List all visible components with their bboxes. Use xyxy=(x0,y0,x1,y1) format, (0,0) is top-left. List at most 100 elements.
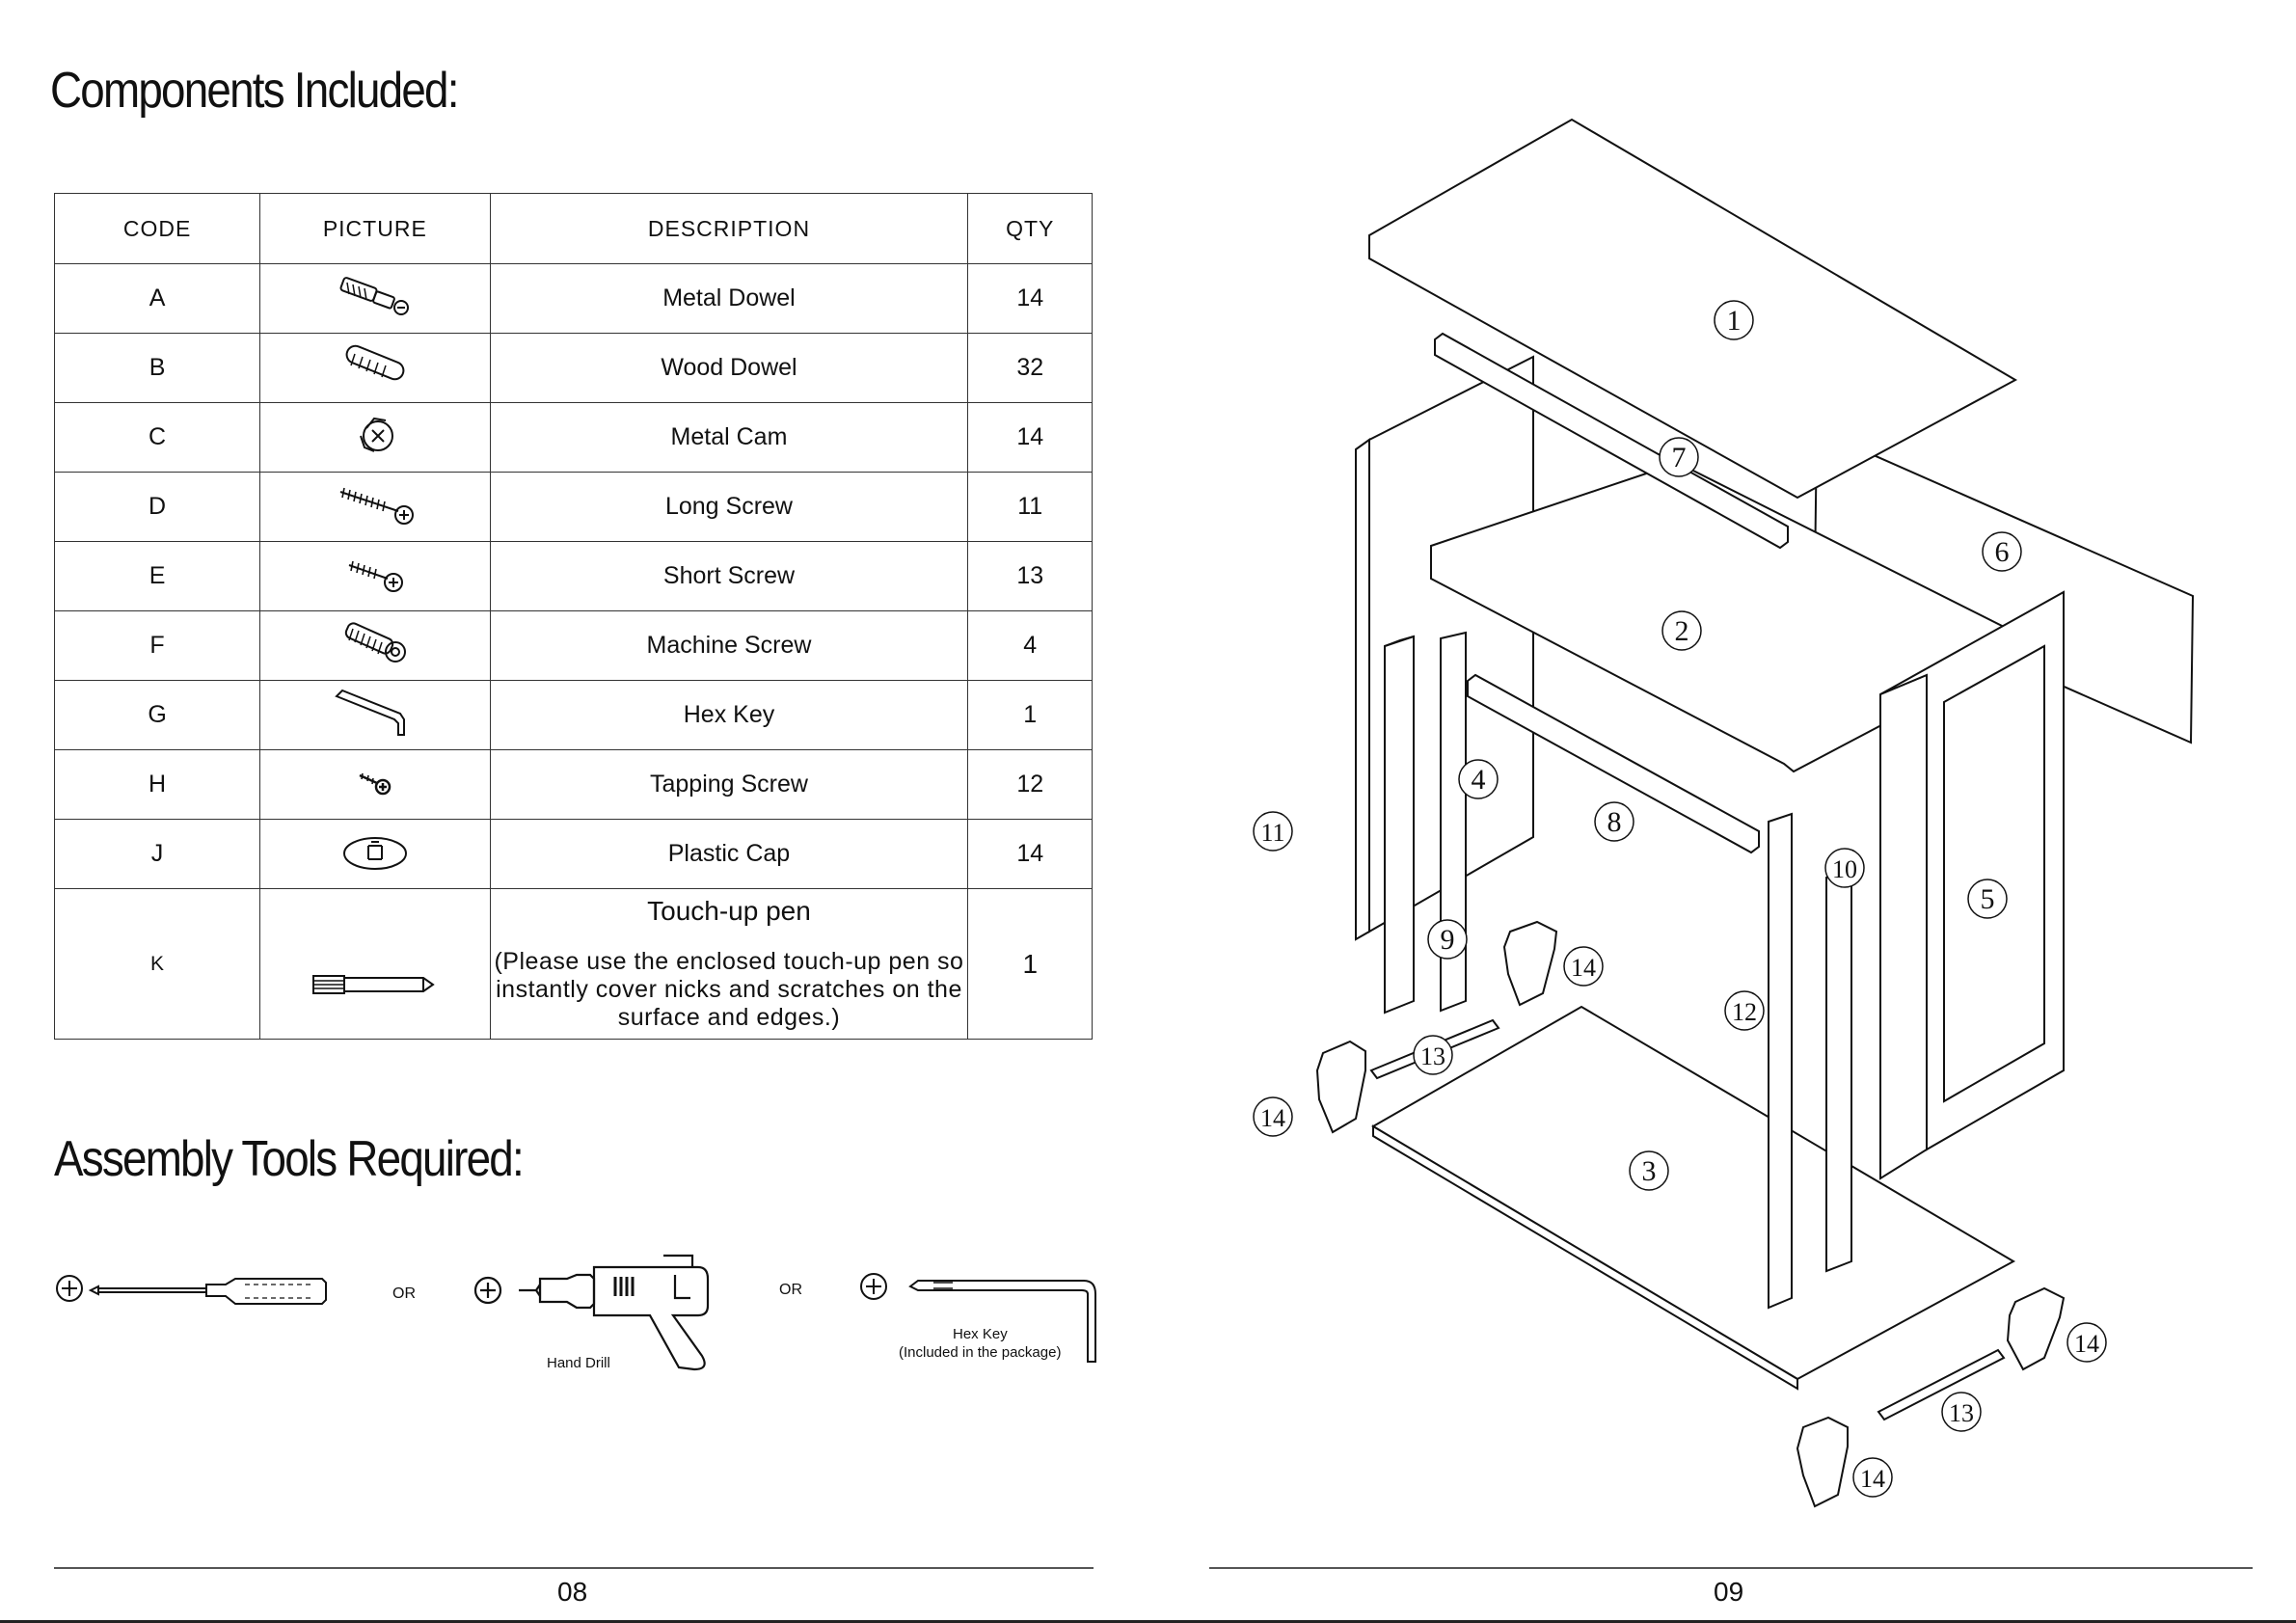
part-1-top-panel xyxy=(1368,118,2018,500)
callout-12: 12 xyxy=(1732,998,1757,1026)
part-7-rail xyxy=(1434,332,1789,550)
metal-dowel-icon xyxy=(259,263,491,334)
callout-9: 9 xyxy=(1441,924,1455,956)
cell-description: Wood Dowel xyxy=(489,333,969,403)
page-number-left: 08 xyxy=(557,1577,588,1607)
right-footer-rule xyxy=(1209,1567,2253,1569)
table-row: A Metal Dowel 14 xyxy=(53,263,1093,334)
cell-qty: 1 xyxy=(967,888,1093,1040)
hex-key-tool-icon xyxy=(860,1273,1096,1363)
or-label-2: OR xyxy=(779,1282,802,1298)
part-8-rail xyxy=(1467,673,1760,854)
tools-heading: Assembly Tools Required: xyxy=(54,1131,525,1187)
cell-qty: 14 xyxy=(967,263,1093,334)
short-screw-icon xyxy=(259,541,491,611)
cell-qty: 11 xyxy=(967,472,1093,542)
hex-key-label: Hex Key xyxy=(953,1326,1008,1342)
cell-description: Plastic Cap xyxy=(489,819,969,889)
table-header-row: CODE PICTURE DESCRIPTION QTY xyxy=(53,193,1093,264)
metal-cam-icon xyxy=(259,402,491,473)
part-6-back-panel xyxy=(1813,428,2195,744)
table-row: C Metal Cam 14 xyxy=(53,402,1093,473)
part-13-rail-b xyxy=(1877,1348,2006,1421)
machine-screw-icon xyxy=(259,610,491,681)
table-row: D Long Screw 11 xyxy=(53,472,1093,542)
cell-qty: 13 xyxy=(967,541,1093,611)
part-11-post xyxy=(1384,635,1415,1014)
part-14-foot-2 xyxy=(1502,920,1558,1007)
cell-qty: 12 xyxy=(967,749,1093,820)
cell-code: K xyxy=(53,888,261,1040)
cell-qty: 14 xyxy=(967,819,1093,889)
page-number-right: 09 xyxy=(1714,1577,1744,1607)
part-10-post xyxy=(1825,868,1852,1273)
cell-description: Tapping Screw xyxy=(489,749,969,820)
exploded-assembly-diagram: 1 2 3 4 5 6 7 8 9 10 11 12 13 13 14 14 1… xyxy=(1253,118,2195,1508)
cell-code: C xyxy=(53,402,261,473)
callout-14b: 14 xyxy=(1260,1104,1285,1132)
callout-14a: 14 xyxy=(1571,954,1596,982)
cell-code: J xyxy=(53,819,261,889)
callout-6: 6 xyxy=(1995,536,2010,568)
cell-description: Long Screw xyxy=(489,472,969,542)
cell-qty: 4 xyxy=(967,610,1093,681)
part-14-foot-3 xyxy=(2006,1286,2066,1371)
part-9-post xyxy=(1440,631,1467,1013)
part-5-right-side-panel xyxy=(1879,673,1928,1180)
callout-1: 1 xyxy=(1727,305,1742,337)
header-description: DESCRIPTION xyxy=(489,193,969,264)
cell-description: Machine Screw xyxy=(489,610,969,681)
callout-5: 5 xyxy=(1981,883,1995,915)
callout-10: 10 xyxy=(1832,855,1857,883)
table-row: K Touch-up pen (Please use the enclosed … xyxy=(53,888,1093,1040)
cell-code: B xyxy=(53,333,261,403)
callout-7: 7 xyxy=(1672,442,1687,473)
wood-dowel-icon xyxy=(259,333,491,403)
table-row: G Hex Key 1 xyxy=(53,680,1093,750)
hand-drill-icon xyxy=(473,1254,710,1371)
header-picture: PICTURE xyxy=(259,193,491,264)
page-bottom-rule xyxy=(0,1620,2296,1623)
callout-2: 2 xyxy=(1675,615,1689,647)
callout-13b: 13 xyxy=(1949,1399,1974,1427)
callout-13: 13 xyxy=(1420,1042,1445,1070)
cell-code: D xyxy=(53,472,261,542)
touch-up-pen-title: Touch-up pen xyxy=(647,896,811,926)
components-heading: Components Included: xyxy=(50,63,459,119)
cell-code: H xyxy=(53,749,261,820)
table-row: H Tapping Screw 12 xyxy=(53,749,1093,820)
cell-description: Touch-up pen (Please use the enclosed to… xyxy=(489,888,969,1040)
callout-11: 11 xyxy=(1260,819,1284,847)
header-qty: QTY xyxy=(967,193,1093,264)
touch-up-pen-note: (Please use the enclosed touch-up pen so… xyxy=(494,948,964,1031)
hex-key-icon xyxy=(259,680,491,750)
touch-up-pen-icon xyxy=(259,888,491,1040)
left-footer-rule xyxy=(54,1567,1094,1569)
callout-4: 4 xyxy=(1472,764,1486,796)
part-14-foot-4 xyxy=(1796,1416,1849,1508)
table-row: F Machine Screw 4 xyxy=(53,610,1093,681)
hand-drill-label: Hand Drill xyxy=(547,1355,610,1371)
cell-code: G xyxy=(53,680,261,750)
table-row: E Short Screw 13 xyxy=(53,541,1093,611)
callout-3: 3 xyxy=(1642,1155,1657,1187)
callout-14c: 14 xyxy=(2074,1330,2099,1358)
cell-code: F xyxy=(53,610,261,681)
cell-code: A xyxy=(53,263,261,334)
cell-description: Metal Dowel xyxy=(489,263,969,334)
hex-key-note: (Included in the package) xyxy=(899,1344,1062,1361)
components-table: CODE PICTURE DESCRIPTION QTY A Metal Dow… xyxy=(53,193,1093,1040)
cell-qty: 32 xyxy=(967,333,1093,403)
callout-14d: 14 xyxy=(1860,1465,1885,1493)
part-12-post xyxy=(1768,812,1793,1310)
cell-qty: 1 xyxy=(967,680,1093,750)
cell-description: Short Screw xyxy=(489,541,969,611)
cell-code: E xyxy=(53,541,261,611)
cell-description: Hex Key xyxy=(489,680,969,750)
callout-8: 8 xyxy=(1607,806,1622,838)
or-label-1: OR xyxy=(392,1285,416,1302)
table-row: J Plastic Cap 14 xyxy=(53,819,1093,889)
table-row: B Wood Dowel 32 xyxy=(53,333,1093,403)
tapping-screw-icon xyxy=(259,749,491,820)
part-14-foot-1 xyxy=(1315,1040,1366,1134)
